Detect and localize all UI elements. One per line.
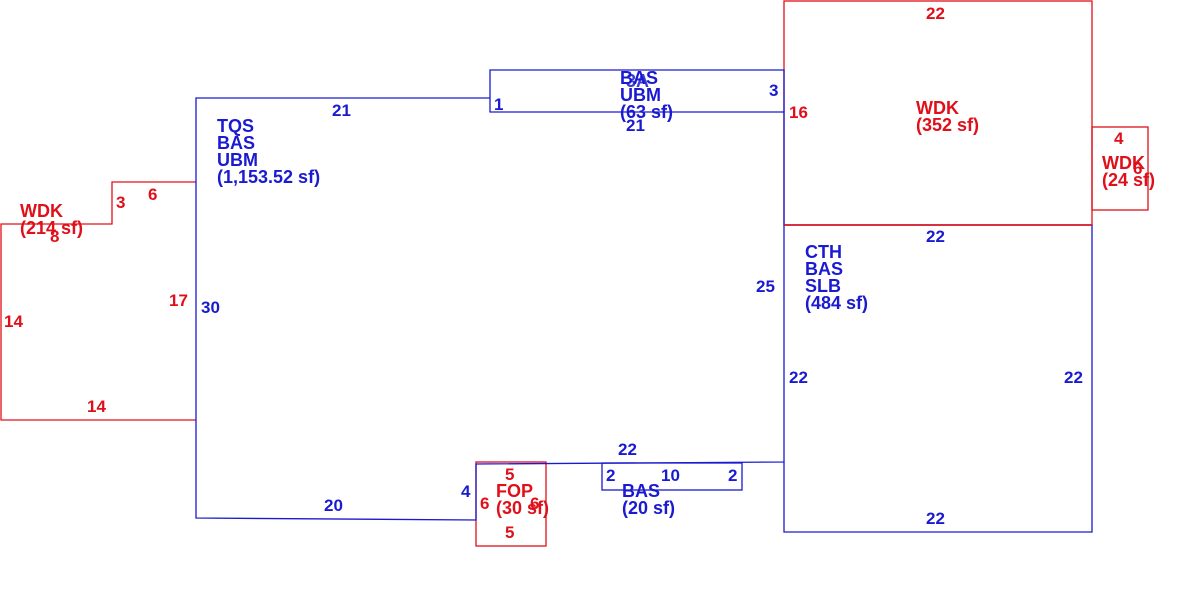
dim-bottom-run: 22	[618, 440, 637, 459]
wdk-small-area-value: (24 sf)	[1102, 170, 1156, 190]
cth-code-1: CTH	[805, 242, 842, 262]
main-outline	[195, 97, 785, 521]
cth-code-2: BAS	[805, 259, 844, 279]
bas-bottom-code: BAS	[622, 481, 661, 501]
dim-fop-top: 5	[505, 465, 515, 484]
dim-wdk-left-right: 17	[169, 291, 188, 310]
top-bas-outline	[489, 69, 785, 112]
main-area-label: TQS BAS UBM (1,153.52 sf)	[217, 116, 321, 187]
dim-wdk-left-step: 3	[116, 193, 126, 212]
fop-code: FOP	[496, 481, 534, 501]
wdk-left-area-value: (214 sf)	[20, 218, 84, 238]
dim-cth-left: 22	[789, 368, 808, 387]
dim-wdk-top-top: 22	[926, 4, 945, 23]
wdk-small-outline	[1091, 126, 1149, 211]
dim-wdk-left-bottom: 14	[87, 397, 106, 416]
dim-top-bas-right: 3	[769, 81, 779, 100]
wdk-small-area-label: WDK (24 sf)	[1102, 153, 1156, 190]
bas-bottom-outline	[601, 462, 743, 491]
main-code-3: UBM	[217, 150, 258, 170]
dim-top-bas-bottom: 21	[626, 116, 645, 135]
dim-bas-bottom-top: 10	[661, 466, 680, 485]
wdk-top-area-label: WDK (352 sf)	[916, 98, 980, 135]
dim-main-bottom: 20	[324, 496, 343, 515]
main-code-1: TQS	[217, 116, 255, 136]
top-bas-code-2: UBM	[620, 85, 661, 105]
dim-fop-left: 6	[480, 494, 490, 513]
main-code-2: BAS	[217, 133, 256, 153]
wdk-top-code: WDK	[916, 98, 959, 118]
dim-step-small: 1	[494, 95, 504, 114]
top-bas-code-1: BAS	[620, 68, 659, 88]
dim-cth-top: 22	[926, 227, 945, 246]
dim-wdk-small-top: 4	[1114, 129, 1124, 148]
top-bas-overlap-code: 3A	[626, 71, 650, 91]
dim-fop-bottom: 5	[505, 523, 515, 542]
bas-bottom-area-value: (20 sf)	[622, 498, 676, 518]
fop-area-value: (30 sf)	[496, 498, 550, 518]
dim-wdk-left-bottom-step: 8	[50, 227, 60, 246]
dim-wdk-small-right: 6	[1133, 159, 1143, 178]
dim-wdk-left-left: 14	[4, 312, 23, 331]
main-area-value: (1,153.52 sf)	[217, 167, 321, 187]
dim-bas-bottom-right: 2	[728, 466, 738, 485]
dim-main-notch: 4	[461, 482, 471, 501]
wdk-left-outline	[0, 181, 196, 421]
dim-cth-right: 22	[1064, 368, 1083, 387]
dim-wdk-left-top: 6	[148, 185, 158, 204]
dim-wdk-top-left: 16	[789, 103, 808, 122]
fop-area-label: FOP (30 sf)	[496, 481, 550, 518]
dim-main-left: 30	[201, 298, 220, 317]
wdk-left-code: WDK	[20, 201, 63, 221]
dim-cth-bottom: 22	[926, 509, 945, 528]
cth-area-label: CTH BAS SLB (484 sf)	[805, 242, 869, 313]
wdk-top-area-value: (352 sf)	[916, 115, 980, 135]
top-bas-area-label: BAS UBM (63 sf)	[620, 68, 674, 122]
cth-area-value: (484 sf)	[805, 293, 869, 313]
dim-fop-right: 6	[530, 494, 540, 513]
dim-main-right: 25	[756, 277, 775, 296]
dim-main-top: 21	[332, 101, 351, 120]
wdk-left-area-label: WDK (214 sf)	[20, 201, 84, 238]
wdk-small-code: WDK	[1102, 153, 1145, 173]
top-bas-area-value: (63 sf)	[620, 102, 674, 122]
bas-bottom-area-label: BAS (20 sf)	[622, 481, 676, 518]
cth-code-3: SLB	[805, 276, 841, 296]
dim-bas-bottom-left: 2	[606, 466, 616, 485]
